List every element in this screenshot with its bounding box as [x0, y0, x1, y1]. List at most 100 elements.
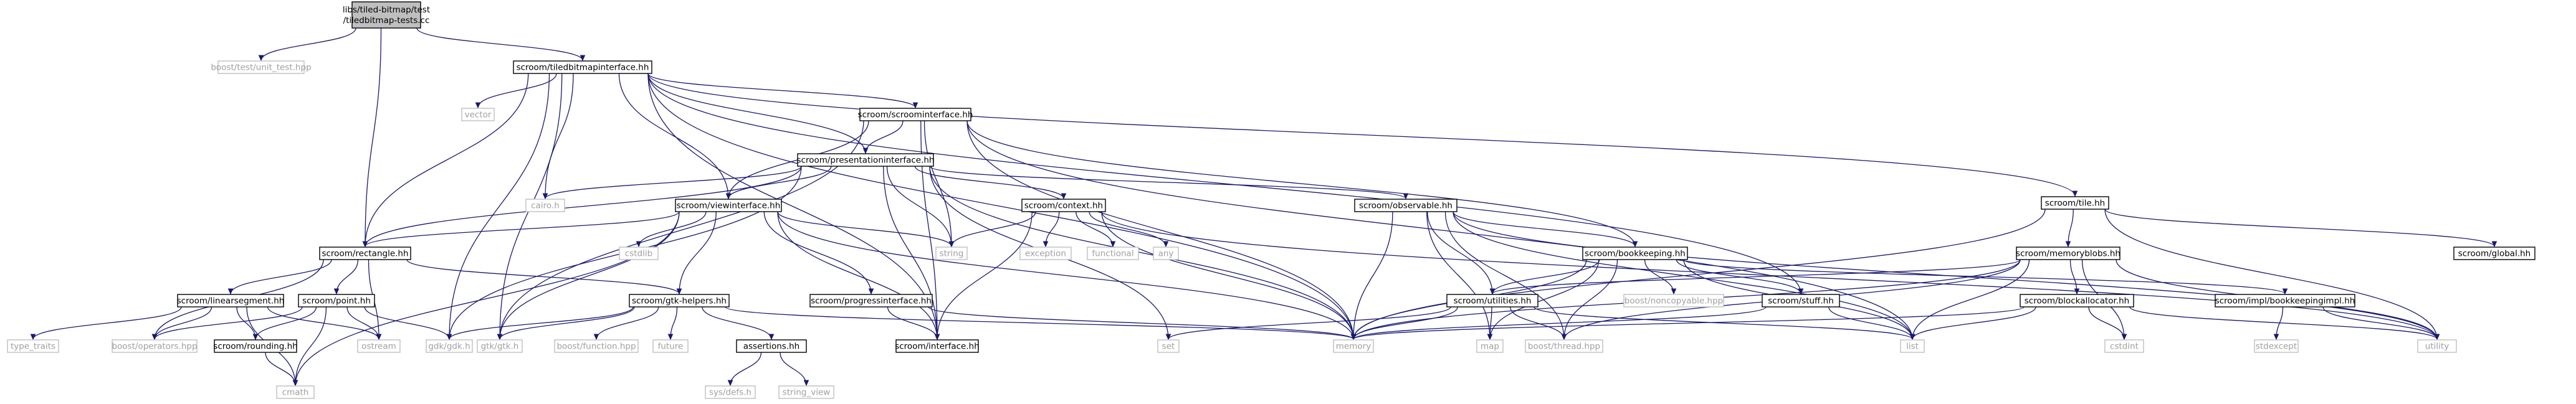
node-box: [525, 199, 565, 212]
edge-memblobs-to-list: [1909, 259, 2030, 341]
edge-line: [679, 211, 717, 294]
node-stuff[interactable]: scroom/stuff.hh: [1762, 294, 1840, 308]
edge-arrowhead: [2282, 288, 2288, 295]
edge-line: [725, 306, 1354, 340]
node-gtkhelpers[interactable]: scroom/gtk-helpers.hh: [629, 294, 730, 308]
node-box: [675, 199, 782, 212]
node-box: [319, 247, 411, 260]
node-bkimpl[interactable]: scroom/impl/bookkeepingimpl.hh: [2215, 294, 2355, 308]
edge-root-to-unit_test: [258, 27, 356, 62]
node-box: [629, 294, 730, 308]
edge-line: [1353, 211, 1393, 340]
node-tile[interactable]: scroom/tile.hh: [2041, 196, 2109, 210]
edge-bookkeeping-to-noncopyable: [1644, 259, 1677, 295]
edge-line: [295, 211, 680, 386]
edge-pres-to-memory: [929, 166, 1357, 341]
edge-arrowhead: [258, 55, 264, 62]
node-bfunction: boost/function.hpp: [554, 339, 639, 353]
node-label: string_view: [783, 388, 831, 398]
edge-line: [2068, 209, 2074, 247]
edge-view-to-rect: [362, 211, 680, 248]
node-label: stdexcept: [2256, 342, 2297, 352]
node-utilities[interactable]: scroom/utilities.hh: [1446, 294, 1538, 308]
node-blockalloc[interactable]: scroom/blockallocator.hh: [2020, 294, 2134, 308]
edge-line: [929, 166, 1354, 340]
edge-line: [777, 211, 952, 247]
node-label: sys/defs.h: [709, 388, 751, 398]
edge-arrowhead: [2065, 241, 2071, 248]
node-box: [554, 339, 639, 353]
node-box: [1476, 339, 1504, 353]
node-linseg[interactable]: scroom/linearsegment.hh: [177, 294, 285, 308]
node-observable[interactable]: scroom/observable.hh: [1354, 199, 1457, 212]
node-bookkeeping[interactable]: scroom/bookkeeping.hh: [1582, 247, 1688, 260]
edge-arrowhead: [1350, 334, 1357, 341]
edge-arrowhead: [1110, 241, 1116, 248]
edge-line: [638, 211, 707, 247]
edge-gtkhelpers-to-bfunction: [593, 306, 659, 341]
edge-arrowhead: [2273, 334, 2279, 341]
edge-view-to-progress: [763, 211, 874, 295]
node-label: /tiledbitmap-tests.cc: [343, 16, 430, 26]
node-label: any: [1158, 249, 1174, 259]
edge-line: [887, 306, 938, 340]
node-box: [461, 108, 495, 121]
edge-line: [937, 211, 1033, 340]
edge-arrowhead: [2074, 288, 2080, 295]
node-label: libs/tiled-bitmap/test: [343, 5, 430, 15]
node-set: set: [1157, 339, 1180, 353]
node-label: scroom/interface.hh: [895, 342, 980, 352]
edge-line: [1076, 211, 1114, 247]
node-box: [2417, 339, 2457, 353]
edge-line: [618, 73, 729, 199]
node-interface[interactable]: scroom/interface.hh: [895, 339, 980, 353]
node-box: [1087, 247, 1139, 260]
edge-line: [928, 306, 1354, 340]
node-operators: boost/operators.hpp: [112, 339, 198, 353]
node-pres[interactable]: scroom/presentationinterface.hh: [797, 153, 935, 167]
edge-line: [647, 73, 916, 108]
edge-line: [477, 73, 557, 108]
edge-arrowhead: [2121, 334, 2127, 341]
edge-line: [777, 211, 1354, 340]
node-box: [298, 294, 375, 308]
edge-line: [1912, 306, 2036, 340]
edge-bkimpl-to-utility: [2322, 306, 2440, 341]
edge-line: [966, 120, 1913, 340]
node-rounding[interactable]: scroom/rounding.hh: [213, 339, 298, 353]
edge-rect-to-gtkhelpers: [406, 259, 682, 295]
edge-line: [499, 306, 635, 340]
node-map: map: [1476, 339, 1504, 353]
edge-blockalloc-to-list: [1909, 306, 2036, 341]
node-noncopyable: boost/noncopyable.hpp: [1623, 294, 1724, 308]
node-root[interactable]: libs/tiled-bitmap/test/tiledbitmap-tests…: [343, 1, 430, 29]
node-memblobs[interactable]: scroom/memoryblobs.hh: [2016, 247, 2120, 260]
node-scroomint[interactable]: scroom/scroominterface.hh: [858, 108, 973, 121]
node-context[interactable]: scroom/context.hh: [1021, 199, 1106, 212]
edge-scroomint-to-bookkeeping: [966, 120, 1638, 248]
edge-arrowhead: [1165, 334, 1171, 341]
edge-pres-to-context: [914, 166, 1067, 200]
edge-pres-to-observable: [929, 166, 1409, 200]
node-box: [112, 339, 198, 353]
edge-line: [2104, 209, 2495, 247]
node-progress[interactable]: scroom/progressinterface.hh: [809, 294, 933, 308]
edge-tile-to-memblobs: [2065, 209, 2074, 248]
node-label: map: [1481, 342, 1499, 352]
node-tbi[interactable]: scroom/tiledbitmapinterface.hh: [513, 60, 652, 74]
edge-observable-to-map: [1426, 211, 1493, 341]
edge-gtkhelpers-to-memory: [725, 306, 1357, 341]
node-label: scroom/linearsegment.hh: [177, 296, 285, 306]
node-label: type_traits: [11, 342, 55, 352]
node-assertions[interactable]: assertions.hh: [736, 339, 807, 353]
node-box: [1153, 247, 1179, 260]
node-rect[interactable]: scroom/rectangle.hh: [319, 247, 411, 260]
node-globalh[interactable]: scroom/global.hh: [2453, 247, 2535, 260]
edge-arrowhead: [667, 334, 674, 341]
node-view[interactable]: scroom/viewinterface.hh: [675, 199, 782, 212]
edge-arrowhead: [803, 380, 809, 387]
node-point[interactable]: scroom/point.hh: [298, 294, 375, 308]
node-label: scroom/presentationinterface.hh: [797, 156, 935, 166]
edge-line: [545, 166, 802, 199]
